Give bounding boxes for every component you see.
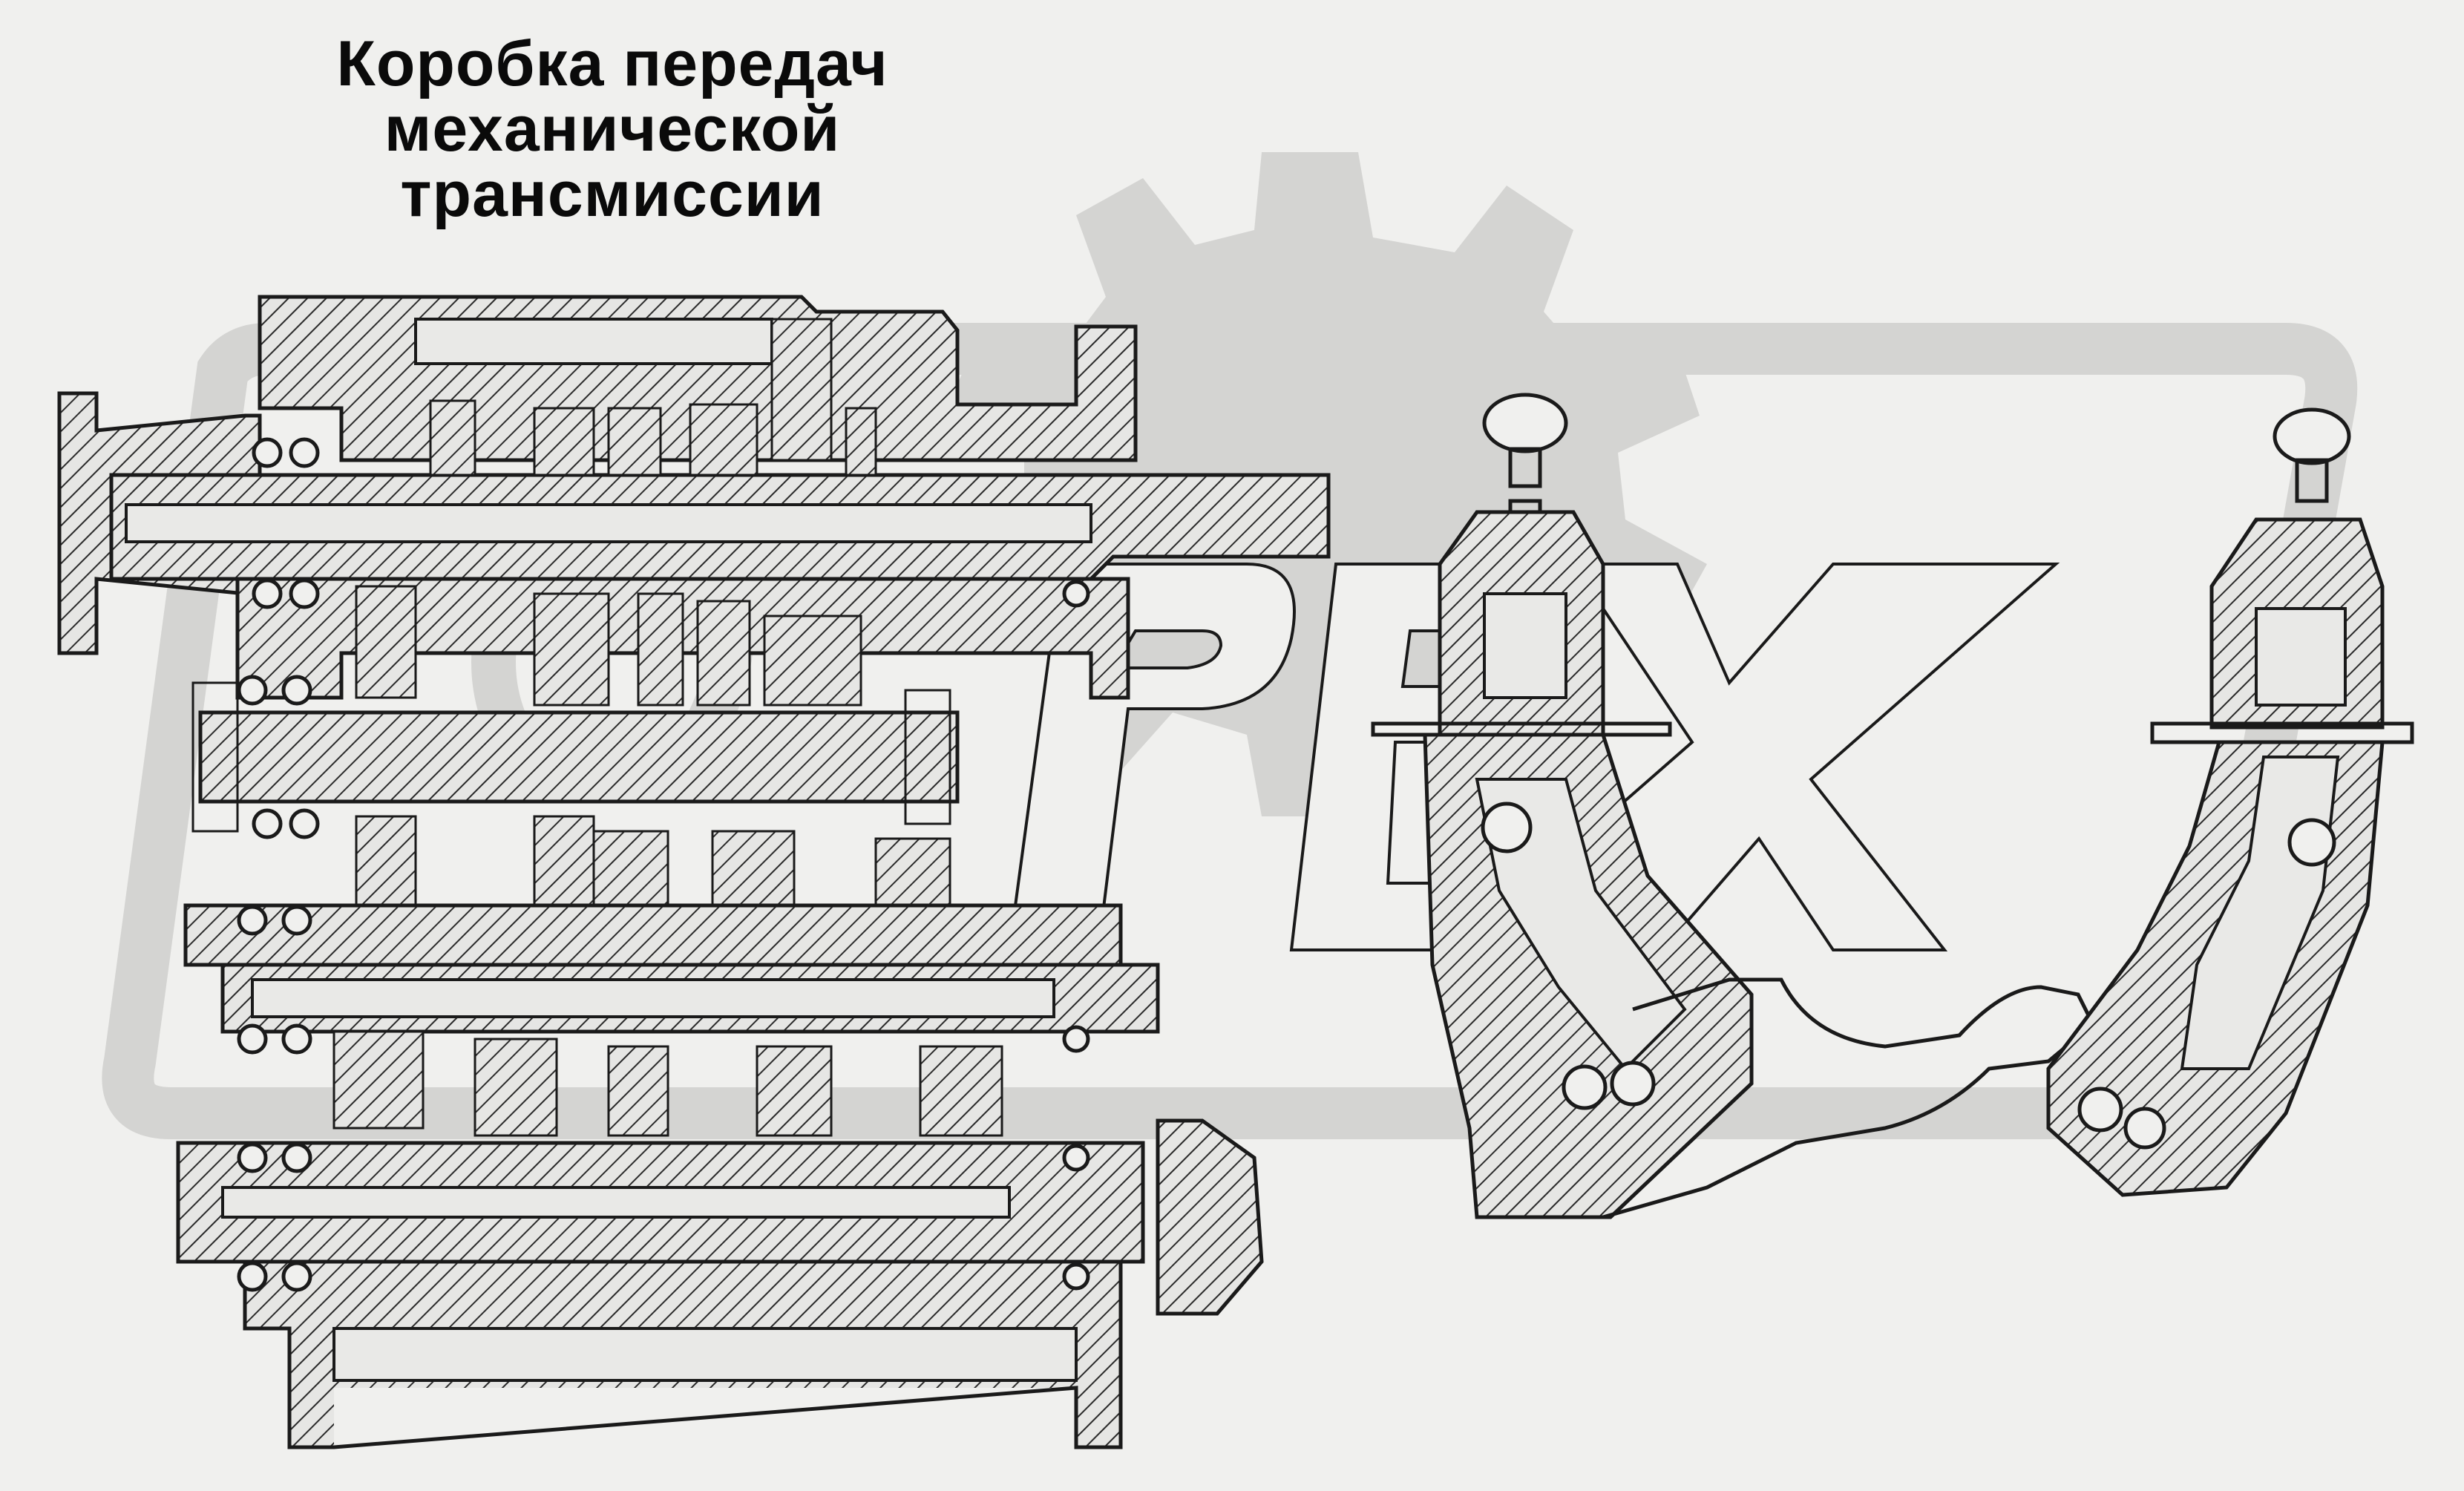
shift-mechanism (1371, 393, 2414, 1219)
title-line-1: Коробка передач (336, 28, 888, 99)
shaft-2 (200, 712, 957, 802)
gears-row-2 (355, 585, 862, 707)
right-lever-knob (2273, 407, 2351, 465)
gears-row-1 (429, 399, 877, 476)
title-line-2: механической (384, 94, 841, 165)
left-lever-knob (1482, 393, 1568, 453)
output-cone (1158, 1121, 1262, 1314)
gearbox-section (57, 295, 1331, 1449)
connecting-cable (1602, 977, 2096, 1219)
gears-row-4 (332, 1030, 1003, 1137)
housing-mid-2 (186, 905, 1121, 965)
page-title: Коробка передач механической трансмиссии (186, 31, 1039, 227)
title-line-3: трансмиссии (400, 159, 825, 230)
watermark-letter-p (1007, 563, 1296, 951)
bearings (237, 437, 1090, 1292)
